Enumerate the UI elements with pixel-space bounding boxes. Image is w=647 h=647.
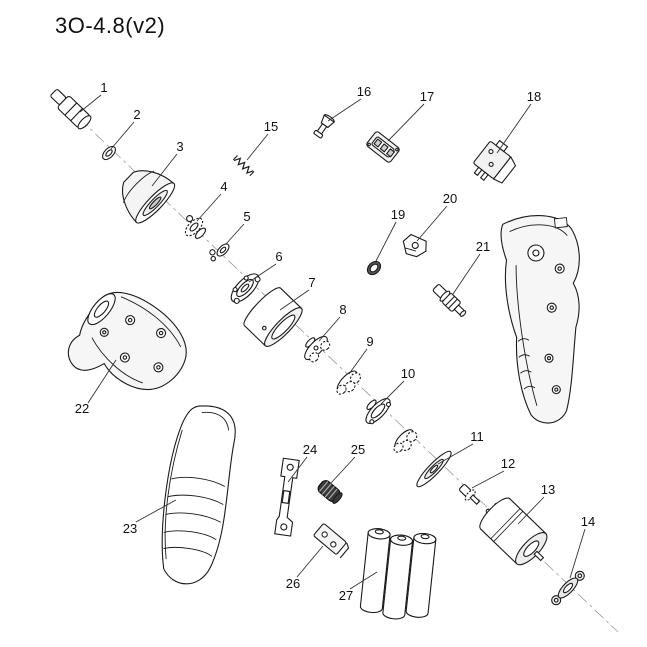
spacer-washer — [209, 243, 230, 262]
part-labels: 1 2 3 4 5 6 7 8 9 10 11 12 13 14 15 16 1… — [75, 80, 595, 603]
contact-plate — [313, 523, 350, 559]
leader-line-26 — [296, 545, 324, 578]
leader-line-21 — [452, 253, 481, 295]
part-label-3: 3 — [176, 139, 183, 154]
part-label-10: 10 — [401, 366, 415, 381]
thrust-washer — [416, 450, 452, 488]
spring — [232, 155, 255, 177]
motor-pinion — [459, 484, 481, 505]
switch-plate — [366, 131, 400, 163]
part-label-16: 16 — [357, 84, 371, 99]
gearbox-housing — [243, 287, 303, 347]
part-label-21: 21 — [476, 239, 490, 254]
leader-line-12 — [471, 470, 505, 489]
leader-line-27 — [349, 571, 378, 590]
leader-line-19 — [375, 221, 397, 262]
grip-cover — [161, 405, 236, 585]
leader-line-18 — [496, 103, 532, 154]
spindle-coupling — [432, 284, 467, 317]
leader-line-4 — [196, 193, 222, 222]
part-label-4: 4 — [220, 179, 227, 194]
motor — [479, 497, 548, 566]
cam-ring — [230, 273, 261, 304]
direction-button — [313, 114, 335, 139]
part-label-23: 23 — [123, 521, 137, 536]
part-label-7: 7 — [308, 275, 315, 290]
gear-cluster-front — [184, 215, 207, 239]
part-label-19: 19 — [391, 207, 405, 222]
assembly-centerline — [61, 101, 619, 633]
leader-line-2 — [110, 121, 135, 150]
leader-line-5 — [225, 223, 245, 245]
part-label-12: 12 — [501, 456, 515, 471]
part-label-24: 24 — [303, 442, 317, 457]
trigger-bracket — [274, 457, 300, 537]
left-housing-shell — [67, 292, 187, 391]
parts-layer — [50, 89, 585, 620]
leader-line-24 — [287, 456, 308, 483]
leader-line-3 — [151, 153, 178, 187]
right-housing-shell — [500, 215, 580, 424]
leader-line-8 — [318, 316, 341, 342]
part-label-22: 22 — [75, 401, 89, 416]
leader-line-23 — [135, 499, 177, 523]
lever-bracket — [402, 233, 427, 258]
part-label-2: 2 — [133, 107, 140, 122]
bit-holder — [50, 89, 92, 130]
part-label-14: 14 — [581, 514, 595, 529]
motor-end-plate — [551, 570, 585, 606]
leader-line-14 — [569, 528, 586, 579]
part-label-25: 25 — [351, 442, 365, 457]
leader-line-9 — [348, 348, 368, 375]
leader-line-11 — [437, 443, 474, 465]
planet-carrier-b — [365, 398, 392, 425]
part-label-26: 26 — [286, 576, 300, 591]
leader-line-6 — [248, 263, 277, 283]
switch-module — [473, 139, 517, 184]
part-label-9: 9 — [366, 334, 373, 349]
leader-line-20 — [416, 205, 448, 242]
part-label-17: 17 — [420, 89, 434, 104]
leader-line-25 — [330, 456, 356, 484]
leader-line-17 — [387, 103, 425, 142]
part-label-8: 8 — [339, 302, 346, 317]
part-label-18: 18 — [527, 89, 541, 104]
part-label-6: 6 — [275, 249, 282, 264]
grommet — [366, 260, 382, 276]
part-label-5: 5 — [243, 209, 250, 224]
part-label-27: 27 — [339, 588, 353, 603]
part-label-13: 13 — [541, 482, 555, 497]
leader-line-13 — [517, 496, 545, 525]
leader-line-7 — [279, 289, 310, 311]
part-label-20: 20 — [443, 191, 457, 206]
clutch-housing — [122, 170, 176, 224]
battery-pack — [359, 528, 437, 620]
planet-gears-b — [393, 429, 418, 453]
part-label-11: 11 — [470, 429, 484, 444]
part-label-1: 1 — [100, 80, 107, 95]
planet-carrier-a — [304, 335, 331, 363]
leader-line-10 — [380, 380, 405, 405]
washer — [102, 145, 116, 161]
part-label-15: 15 — [264, 119, 278, 134]
planet-gears-a — [336, 370, 361, 395]
leader-lines — [79, 94, 586, 590]
leader-line-22 — [87, 359, 117, 404]
rubber-sleeve — [317, 480, 343, 504]
leader-line-16 — [327, 98, 362, 122]
leader-line-15 — [246, 133, 269, 161]
leader-line-1 — [79, 94, 102, 113]
diagram-title: 3O-4.8(v2) — [55, 13, 165, 38]
